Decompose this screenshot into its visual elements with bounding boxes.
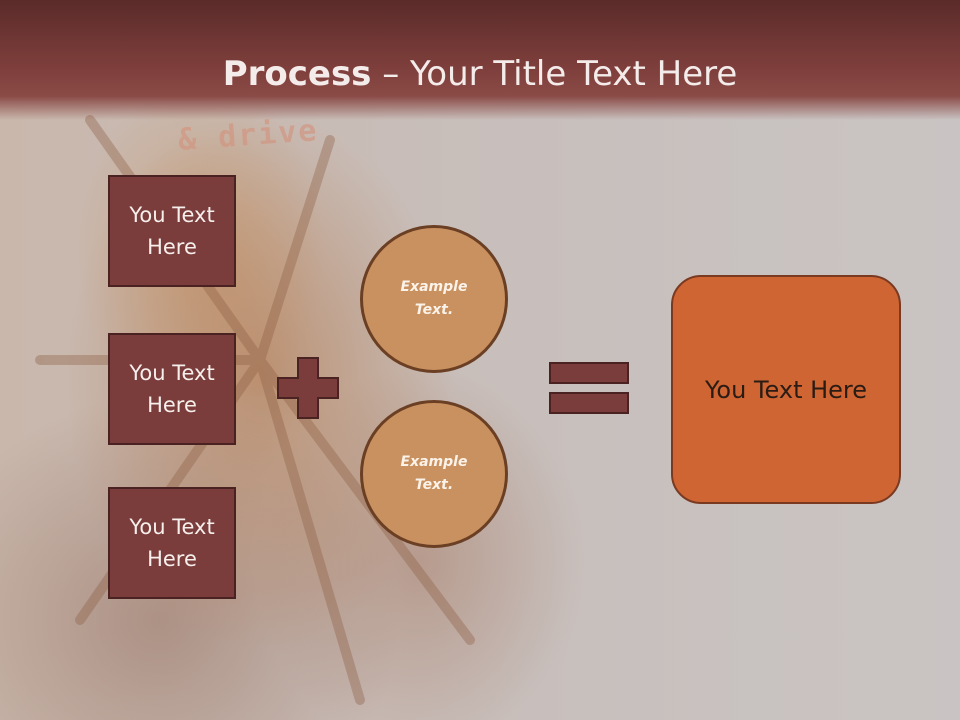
equals-icon xyxy=(549,362,629,414)
example-circle-label: Example Text. xyxy=(400,454,468,493)
example-circle-label: Example Text. xyxy=(400,279,468,318)
example-circle-1[interactable]: Example Text. xyxy=(360,225,508,373)
result-box[interactable]: You Text Here xyxy=(671,275,901,504)
plus-icon xyxy=(277,357,339,419)
input-box-label: You Text Here xyxy=(129,203,215,259)
result-label: You Text Here xyxy=(704,375,868,404)
title-bar xyxy=(0,0,960,120)
example-circle-2[interactable]: Example Text. xyxy=(360,400,508,548)
input-box-label: You Text Here xyxy=(129,361,215,417)
title-bold: Process xyxy=(222,54,372,94)
input-box-3[interactable]: You Text Here xyxy=(108,487,236,599)
input-box-2[interactable]: You Text Here xyxy=(108,333,236,445)
slide-title: Process – Your Title Text Here xyxy=(0,52,960,96)
title-rest: – Your Title Text Here xyxy=(371,54,738,94)
input-box-label: You Text Here xyxy=(129,515,215,571)
input-box-1[interactable]: You Text Here xyxy=(108,175,236,287)
